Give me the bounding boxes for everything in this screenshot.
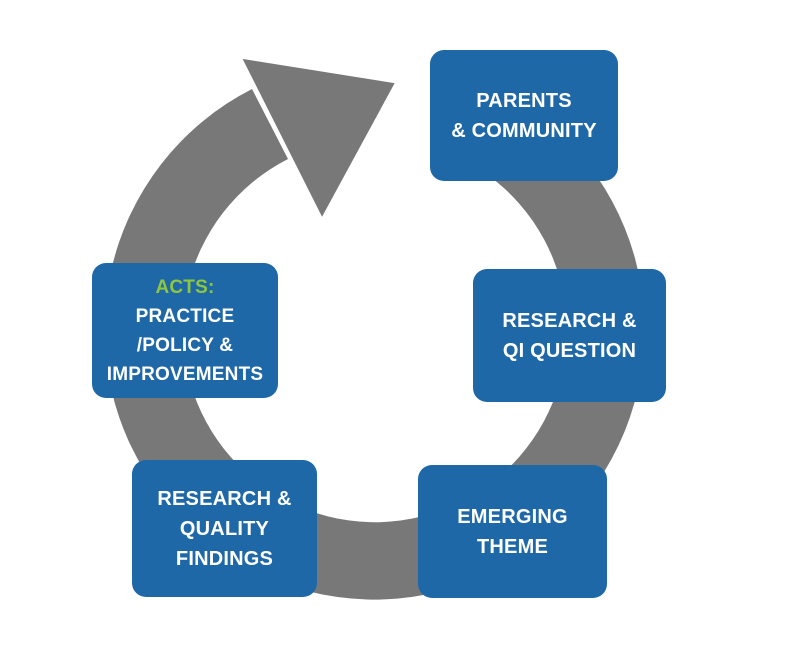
step-label-line: EMERGING xyxy=(457,505,568,528)
step-label-line: PARENTS xyxy=(476,89,572,112)
step-label-line: FINDINGS xyxy=(175,547,274,570)
step-label-line: RESEARCH & xyxy=(157,487,292,510)
step-label-line: THEME xyxy=(477,535,548,558)
step-label-accent: ACTS: xyxy=(155,276,215,298)
step-emerging-theme: EMERGING THEME xyxy=(418,465,607,598)
step-research-quality-findings: RESEARCH & QUALITY FINDINGS xyxy=(132,460,317,597)
step-research-qi-question: RESEARCH & QI QUESTION xyxy=(473,269,666,402)
step-label-line: & COMMUNITY xyxy=(451,119,597,142)
step-label-line: RESEARCH & xyxy=(502,309,637,332)
step-label-line: QUALITY xyxy=(179,517,270,540)
step-label-line: IMPROVEMENTS xyxy=(106,363,264,385)
step-label-line: PRACTICE xyxy=(135,305,235,327)
step-label-line: /POLICY & xyxy=(136,334,234,356)
step-label-line: QI QUESTION xyxy=(502,339,637,362)
step-parents-community: PARENTS & COMMUNITY xyxy=(430,50,618,181)
cycle-arrowhead xyxy=(238,55,399,222)
step-acts-practice-policy-improvements: ACTS: PRACTICE /POLICY & IMPROVEMENTS xyxy=(92,263,278,398)
